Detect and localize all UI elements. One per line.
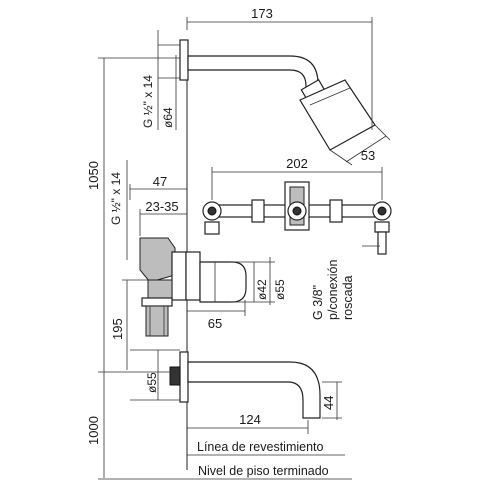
valve-assembly-front: [202, 181, 392, 255]
dim-23-35: 23-35: [145, 199, 178, 214]
dim-124: 124: [239, 412, 261, 427]
dim-47: 47: [153, 174, 167, 189]
note-floor-level: Nivel de piso terminado: [198, 464, 329, 478]
note-outlet-type-1: p/conexión: [326, 259, 340, 320]
dim-1000: 1000: [86, 416, 101, 445]
dim-thread-mid: G ½" x 14: [109, 172, 123, 225]
dim-knob-42: ø42: [255, 279, 269, 300]
bath-spout: [169, 351, 321, 419]
dim-spout-flange: ø55: [145, 372, 159, 393]
note-wall-finish: Línea de revestimiento: [197, 440, 324, 454]
note-outlet-type-2: roscada: [341, 275, 355, 320]
dim-65: 65: [208, 316, 222, 331]
dim-thread-top: G ½" x 14: [141, 75, 155, 128]
dim-1050: 1050: [86, 161, 101, 190]
dim-173: 173: [251, 6, 273, 21]
dim-flange-top: ø64: [161, 107, 175, 128]
dim-53: 53: [361, 148, 375, 163]
dim-44: 44: [321, 396, 336, 410]
dim-195: 195: [110, 318, 125, 340]
note-outlet-thread: G 3/8": [311, 285, 325, 320]
dim-202: 202: [286, 156, 308, 171]
shower-arm: [179, 39, 326, 102]
dim-knob-55: ø55: [273, 279, 287, 300]
valve-body-side: [139, 237, 247, 337]
